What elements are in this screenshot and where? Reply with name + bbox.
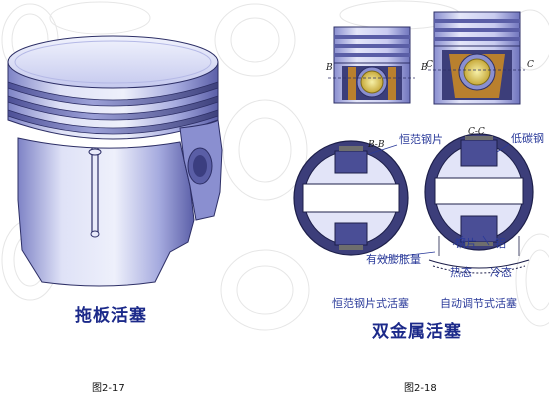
callout-aluminum: 铝 (495, 237, 506, 250)
leader-lines (368, 143, 510, 260)
section-mark-c-right: C (527, 60, 534, 70)
section-b-b (293, 140, 409, 256)
invar-piston-side-view (328, 26, 415, 104)
section-mark-b-right: B (421, 63, 428, 73)
callout-steel-strip: 钢片 (455, 237, 477, 250)
slipper-skirt (17, 137, 195, 287)
figure-label-2-17: 图2-17 (92, 383, 125, 394)
ring-grooves (7, 81, 219, 135)
caption-invar-piston: 恒范钢片式活塞 (332, 297, 409, 310)
piston-crown-top (7, 35, 219, 89)
figure-label-2-18: 图2-18 (404, 383, 437, 394)
section-mark-c-left: C (426, 60, 433, 70)
hot-cold-curve (428, 236, 530, 274)
callout-hot-state: 热态 (450, 266, 472, 279)
section-c-c (424, 133, 534, 251)
bimetal-piston-illustration (293, 11, 534, 274)
bimetal-piston-title: 双金属活塞 (372, 322, 462, 342)
section-label-b-b: B-B (368, 140, 385, 150)
callout-invar-strip: 恒范钢片 (399, 133, 443, 146)
auto-piston-side-view (428, 11, 525, 105)
skirt-slot (91, 148, 99, 234)
section-label-c-c: C-C (468, 127, 485, 137)
callout-cold-state: 冷态 (490, 266, 512, 279)
slipper-piston-illustration (7, 35, 223, 287)
slipper-piston-title: 拖板活塞 (75, 306, 147, 326)
callout-effective-expansion: 有效膨胀量 (366, 253, 421, 266)
caption-auto-piston: 自动调节式活塞 (440, 297, 517, 310)
section-mark-b-left: B (326, 63, 333, 73)
callout-low-carbon-steel: 低碳钢 (511, 132, 544, 145)
